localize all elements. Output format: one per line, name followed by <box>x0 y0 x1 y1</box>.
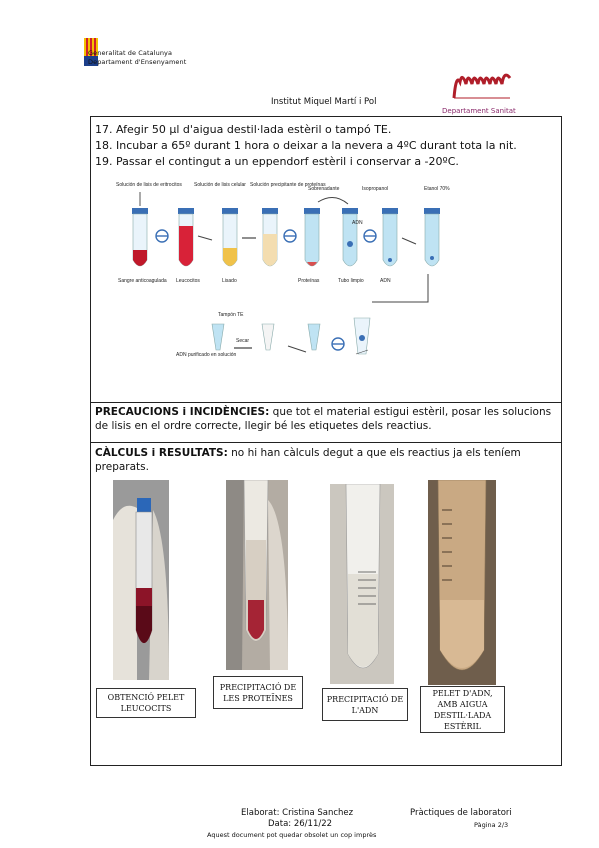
eppendorf-final <box>211 323 225 351</box>
footer-author: Elaborat: Cristina Sanchez <box>241 808 354 818</box>
photo-dna-pellet-water <box>428 480 496 685</box>
caption-protein-precipitation: PRECIPITACIÓ DE LES PROTEÏNES <box>213 676 303 709</box>
tube-proteinas <box>304 208 320 267</box>
label-tampon: Tampón TE <box>218 312 244 318</box>
label-lisis-celular: Solución de lisis celular <box>194 182 246 188</box>
eppendorf-secar <box>261 323 275 351</box>
label-tubo-limpio: Tubo limpio <box>338 278 364 284</box>
label-lisado: Lisado <box>222 278 237 284</box>
label-sangre: Sangre anticoagulada <box>118 278 167 284</box>
generalitat-line1: Generalitat de Catalunya <box>88 49 173 57</box>
divider-2 <box>91 442 561 443</box>
caption-dna-precipitation: PRECIPITACIÓ DE L'ADN <box>322 688 408 721</box>
footer-subject: Pràctiques de laboratori <box>410 808 512 818</box>
photo-leucocyte-pellet <box>113 480 169 680</box>
tube-sangre <box>132 208 148 267</box>
procedure-steps: 17. Afegir 50 µl d'aigua destil·lada est… <box>95 122 517 170</box>
tube-leucocitos <box>178 208 194 267</box>
eppendorf-adn <box>353 317 371 355</box>
caption-leucocyte-pellet: OBTENCIÓ PELET LEUCOCITS <box>96 688 196 718</box>
tube-etanol <box>424 208 440 267</box>
health-dept-label: Departament Sanitat <box>442 107 516 115</box>
photo-dna-precipitation <box>330 484 394 684</box>
results-heading: CÀLCULS i RESULTATS: <box>95 447 228 459</box>
tube-precipitante <box>262 208 278 267</box>
tube-adn <box>382 208 398 267</box>
divider-1 <box>91 402 561 403</box>
label-isopropanol: Isopropanol <box>362 186 388 192</box>
footer-page: Pàgina 2/3 <box>474 821 509 829</box>
tube-lisado <box>222 208 238 267</box>
footer-date: Data: 26/11/22 <box>268 819 333 829</box>
label-adn-arrow: ADN <box>352 220 363 226</box>
results-text: no hi han càlculs degut a que els reacti… <box>95 447 521 473</box>
label-adn: ADN <box>380 278 391 284</box>
step-18: 18. Incubar a 65º durant 1 hora o deixar… <box>95 139 517 152</box>
step-19: 19. Passar el contingut a un eppendorf e… <box>95 155 459 168</box>
precautions-text: que tot el material estigui estèril, pos… <box>95 406 552 432</box>
content-frame <box>90 116 562 766</box>
caption-dna-pellet: PELET D'ADN, AMB AIGUA DESTIL·LADA ESTÈR… <box>420 686 505 733</box>
precautions-section: PRECAUCIONS i INCIDÈNCIES: que tot el ma… <box>95 405 555 433</box>
precautions-heading: PRECAUCIONS i INCIDÈNCIES: <box>95 406 270 418</box>
results-section: CÀLCULS i RESULTATS: no hi han càlculs d… <box>95 446 555 474</box>
label-precipitante: Solución precipitante de proteínas <box>250 182 326 188</box>
label-proteinas: Proteínas <box>298 278 320 284</box>
step-17: 17. Afegir 50 µl d'aigua destil·lada est… <box>95 123 392 136</box>
tube-limpio <box>342 208 358 267</box>
label-sobrenadante: Sobrenadante <box>308 186 340 192</box>
label-adn-purificado: ADN purificado en solución <box>176 352 237 358</box>
footer-notice: Aquest document pot quedar obsolet un co… <box>207 831 377 839</box>
label-secar: Secar <box>236 338 249 344</box>
institute-name: Institut Miquel Martí i Pol <box>271 97 377 107</box>
generalitat-text: Generalitat de Catalunya Departament d'E… <box>88 49 186 67</box>
generalitat-logo <box>84 38 98 66</box>
label-leucocitos: Leucocitos <box>176 278 200 284</box>
label-etanol: Etanol 70% <box>424 186 450 192</box>
sanitat-logo <box>452 73 512 99</box>
generalitat-line2: Departament d'Ensenyament <box>88 58 187 66</box>
label-lisis-eritrocitos: Solución de lisis de eritrocitos <box>116 182 182 188</box>
photo-protein-precipitation <box>226 480 288 670</box>
extraction-diagram: Solución de lisis de eritrocitos Solució… <box>116 182 450 358</box>
eppendorf-3 <box>307 323 321 351</box>
